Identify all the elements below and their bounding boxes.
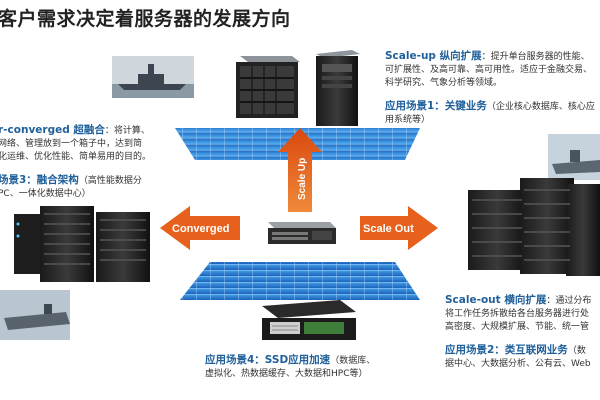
scale-out-scenario-note-2: 据中心、大数据分析、公有云、Web — [445, 359, 591, 369]
scale-out-label: Scale Out — [363, 223, 414, 235]
ssd-scenario-note-2: 虚拟化、热数据缓存、大数据和HPC等） — [205, 369, 368, 379]
converged-desc-1: ：将计算、 — [104, 126, 150, 136]
scale-up-arrow — [278, 128, 322, 212]
converged-desc-2: 网络、管理放到一个箱子中，达到简 — [0, 139, 143, 149]
scale-up-scenario-note-2: 用系统等） — [385, 115, 431, 125]
converged-heading: r-converged 超融合 — [0, 124, 105, 136]
converged-desc-3: 化运维、优化性能、简单易用的目的。 — [0, 152, 152, 162]
center-rack-server — [268, 222, 336, 244]
scale-out-arrow — [360, 206, 438, 250]
scale-up-scenario: 应用场景1：关键业务 — [385, 100, 487, 112]
scale-out-scenario: 应用场景2：类互联网业务 — [445, 344, 568, 356]
ssd-scenario-note-1: （数据库、 — [330, 356, 376, 366]
tower-server — [316, 50, 360, 126]
battleship-image — [112, 56, 194, 98]
right-rack-cabinets — [468, 178, 600, 276]
converged-scenario: 场景3：融合架构 — [0, 174, 79, 186]
ssd-scenario: 应用场景4：SSD应用加速 — [205, 354, 331, 366]
converged-label: Converged — [172, 223, 229, 235]
scale-out-heading: Scale-out 横向扩展 — [445, 294, 547, 306]
blade-chassis-server — [236, 56, 300, 118]
scale-out-desc-2: 将工作任务拆散给各台服务器进行处 — [445, 309, 590, 319]
scale-up-block: Scale-up 纵向扩展：提升单台服务器的性能、 可扩展性、及高可靠、高可用性… — [385, 44, 595, 127]
aircraft-carrier-image — [0, 290, 70, 340]
bottom-grid — [180, 262, 420, 300]
scale-out-desc-1: ：通过分布 — [546, 296, 592, 306]
converged-block: r-converged 超融合：将计算、 网络、管理放到一个箱子中，达到简 化运… — [0, 118, 151, 201]
scale-up-heading: Scale-up 纵向扩展 — [385, 50, 482, 62]
scale-out-scenario-note-1: （数 — [567, 346, 586, 356]
ssd-card — [262, 300, 356, 340]
left-rack-servers — [14, 206, 150, 282]
scale-up-desc-2: 可扩展性、及高可靠、高可用性。适应于金融交易、 — [385, 65, 593, 75]
scale-out-desc-3: 高密度、大规模扩展、节能、统一管 — [445, 322, 590, 332]
converged-scenario-note-1: （高性能数据分 — [78, 176, 142, 186]
navy-ship-image — [548, 134, 600, 180]
scale-up-desc-3: 科学研究、气象分析等领域。 — [385, 78, 503, 88]
converged-arrow — [160, 206, 240, 250]
scale-up-label: Scale Up — [297, 158, 308, 200]
ssd-block: 应用场景4：SSD应用加速（数据库、 虚拟化、热数据缓存、大数据和HPC等） — [205, 348, 375, 381]
scale-up-scenario-note-1: （企业核心数据库、核心应 — [486, 102, 595, 112]
page-title: 客户需求决定着服务器的发展方向 — [0, 8, 291, 30]
converged-scenario-note-2: PC、一体化数据中心） — [0, 189, 91, 199]
scale-out-block: Scale-out 横向扩展：通过分布 将工作任务拆散给各台服务器进行处 高密度… — [445, 288, 591, 371]
scale-up-desc-1: ：提升单台服务器的性能、 — [481, 52, 590, 62]
